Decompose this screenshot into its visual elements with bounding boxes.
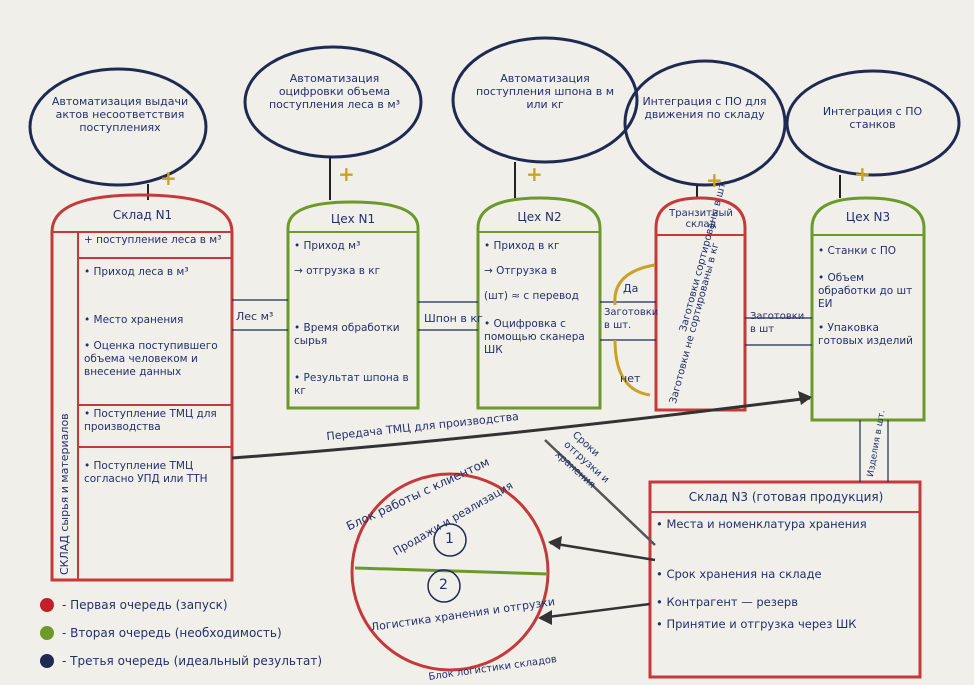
ceh2-b4: • Оцифровка с помощью сканера ШК [484, 318, 585, 356]
cloud-1 [28, 67, 208, 187]
legend-item-1: - Первая очередь (запуск) [40, 598, 228, 612]
legend-label-3: - Третья очередь (идеальный результат) [62, 654, 322, 668]
ceh3-b2: • Объем обработки до шт ЕИ [818, 272, 913, 310]
ceh1-b3: • Время обработки сырья [294, 322, 400, 347]
sklad1-b1: • Приход леса в м³ [84, 266, 189, 278]
shpon-label: Шпон в кг [424, 312, 483, 325]
ceh3-box [810, 196, 926, 422]
tmc-arrowhead [798, 391, 812, 405]
plus-marker-2: + [338, 162, 355, 186]
client-logistics-circle [350, 472, 550, 672]
circle-sklad3-arrow-1 [549, 541, 656, 562]
sklad3-b1: • Места и номенклатура хранения [656, 517, 867, 531]
cloud-1-text: Автоматизация выдачи актов несоответстви… [51, 95, 189, 134]
ceh1-b2: → отгрузка в кг [294, 265, 381, 277]
sklad1-title: Склад N1 [112, 208, 173, 222]
cloud-3 [451, 36, 639, 164]
ceh1-b1: • Приход м³ [294, 240, 361, 252]
legend-item-3: - Третья очередь (идеальный результат) [40, 654, 322, 668]
cloud-4-text: Интеграция с ПО для движения по складу [642, 95, 767, 121]
sklad3-b2: • Срок хранения на складе [656, 567, 822, 581]
transit-loop-top [613, 263, 656, 306]
plus-marker-5: + [854, 162, 871, 186]
legend-red-dot [40, 598, 54, 612]
ceh3-b3: • Упаковка готовых изделий [818, 322, 913, 347]
tmc-arrow [231, 396, 811, 460]
sklad3-title: Склад N3 (готовая продукция) [688, 490, 884, 504]
plus-marker-4: + [706, 168, 723, 192]
cloud-5-text: Интеграция с ПО станков [822, 105, 923, 131]
ceh2-b1: • Приход в кг [484, 240, 560, 252]
ceh3-title: Цех N3 [845, 210, 891, 224]
sklad1-b4: • Поступление ТМЦ согласно УПД или ТТН [84, 460, 208, 485]
cloud-4 [623, 59, 787, 187]
ceh2-b3: (шт) ≈ с перевод [484, 290, 579, 302]
legend-label-2: - Вторая очередь (необходимость) [62, 626, 282, 640]
sroki-arrow [544, 439, 656, 546]
legend-blue-dot [40, 654, 54, 668]
circle-sklad3-arrow-2 [539, 602, 651, 620]
cloud-3-text: Автоматизация поступления шпона в м или … [475, 72, 615, 111]
circle-number-1-ring [433, 523, 467, 557]
transit-loop-bottom [613, 339, 651, 397]
zag1-label: Заготовки в шт. [604, 307, 659, 331]
legend-item-2: - Вторая очередь (необходимость) [40, 626, 282, 640]
da-label: Да [623, 282, 639, 295]
circle-number-2: 2 [439, 577, 448, 593]
cloud-2 [243, 45, 423, 159]
sklad1-sec2: • Поступление ТМЦ для производства [84, 408, 217, 433]
ceh1-box [286, 200, 420, 410]
ceh3-b1: • Станки с ПО [818, 245, 897, 257]
cloud-5 [785, 69, 961, 177]
circle-divider [354, 566, 549, 576]
sklad1-box [50, 193, 234, 582]
ceh2-b2: → Отгрузка в [484, 265, 557, 277]
legend-label-1: - Первая очередь (запуск) [62, 598, 228, 612]
zag2-label: Заготовки в шт [750, 311, 805, 335]
plus-marker-3: + [526, 162, 543, 186]
circle-number-2-ring [427, 569, 461, 603]
ceh2-box [476, 196, 602, 410]
transit-box [654, 196, 747, 412]
circle-sklad3-arrowhead-1 [548, 536, 562, 550]
transit-title: Транзитный склад [669, 208, 733, 230]
circle-number-1: 1 [445, 531, 454, 547]
ceh2-title: Цех N2 [517, 210, 562, 224]
sklad1-b3: • Оценка поступившего объема человеком и… [84, 340, 218, 378]
circle-sklad3-arrowhead-2 [538, 610, 552, 625]
sklad3-b4: • Принятие и отгрузка через ШК [656, 617, 857, 631]
sklad3-box [648, 480, 922, 679]
net-label: нет [620, 372, 641, 385]
ceh1-b4: • Результат шпона в кг [294, 372, 409, 397]
sklad3-b3: • Контрагент — резерв [656, 595, 798, 609]
legend-green-dot [40, 626, 54, 640]
plus-marker-1: + [160, 166, 177, 190]
sklad1-sec1: + поступление леса в м³ [84, 234, 222, 246]
les-label: Лес м³ [236, 310, 274, 323]
sklad1-side-label: СКЛАД сырья и материалов [58, 413, 71, 575]
sklad1-b2: • Место хранения [84, 314, 184, 326]
ceh1-title: Цех N1 [330, 212, 376, 226]
cloud-2-text: Автоматизация оцифровки объема поступлен… [268, 72, 401, 111]
